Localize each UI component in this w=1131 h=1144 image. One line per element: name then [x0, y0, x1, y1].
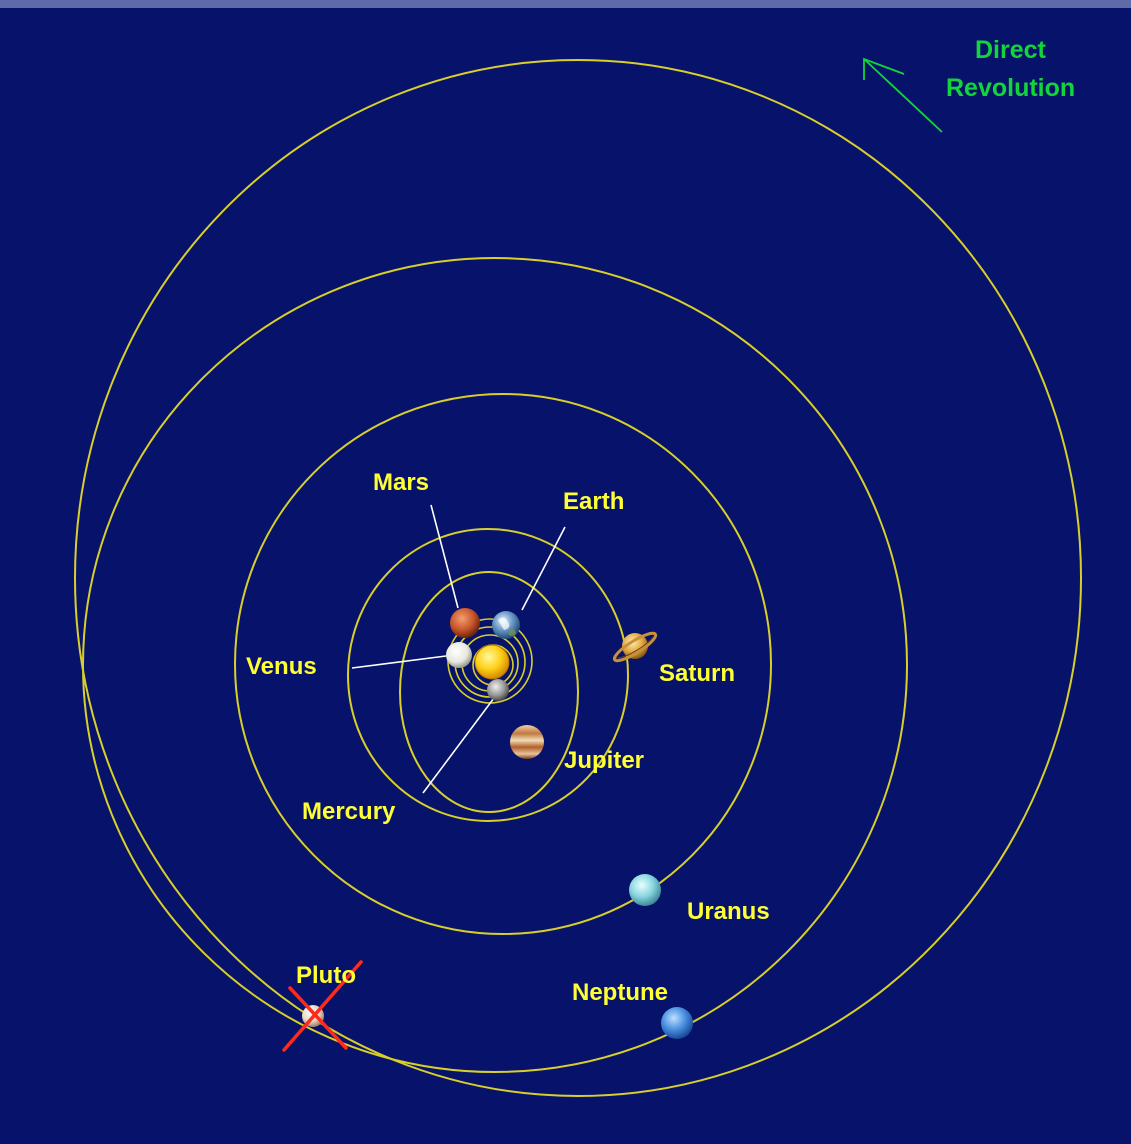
mercury-icon: [487, 679, 509, 701]
direct-revolution-arrow: [863, 57, 943, 133]
venus-label: Venus: [246, 653, 317, 680]
mars-icon: [450, 608, 480, 638]
venus-leader: [351, 655, 447, 669]
jupiter-icon: [510, 725, 544, 759]
uranus-icon: [629, 874, 661, 906]
mars-label: Mars: [373, 469, 429, 496]
sun-icon: [474, 644, 510, 680]
orbit-uranus: [234, 393, 772, 935]
orbit-jupiter: [399, 571, 579, 813]
orbits: [74, 59, 1082, 1097]
diagram-background: [0, 8, 1131, 1144]
uranus-label: Uranus: [687, 898, 770, 925]
direct-revolution-line2: Revolution: [946, 74, 1075, 102]
mercury-leader: [422, 697, 495, 794]
direct-revolution-line1: Direct: [975, 36, 1047, 64]
saturn-icon: [612, 631, 658, 663]
venus-icon: [446, 642, 472, 668]
saturn-label: Saturn: [659, 660, 735, 687]
earth-label: Earth: [563, 488, 624, 515]
orbit-saturn: [347, 528, 629, 822]
mars-leader: [430, 504, 459, 609]
neptune-label: Neptune: [572, 979, 668, 1006]
jupiter-label: Jupiter: [564, 747, 644, 774]
planet-icons: [282, 608, 693, 1052]
earth-leader: [521, 526, 566, 611]
earth-icon: [492, 611, 520, 639]
neptune-icon: [661, 1007, 693, 1039]
leader-lines: [351, 504, 566, 794]
top-border: [0, 0, 1131, 8]
labels: Mars Earth Venus Saturn Jupiter Mercury …: [246, 469, 770, 1006]
orbit-neptune: [82, 257, 908, 1073]
mercury-label: Mercury: [302, 798, 396, 825]
orbit-pluto: [74, 59, 1082, 1097]
pluto-cross: [282, 960, 363, 1052]
pluto-label: Pluto: [296, 962, 356, 989]
direct-revolution-label: Direct Revolution: [946, 36, 1075, 102]
